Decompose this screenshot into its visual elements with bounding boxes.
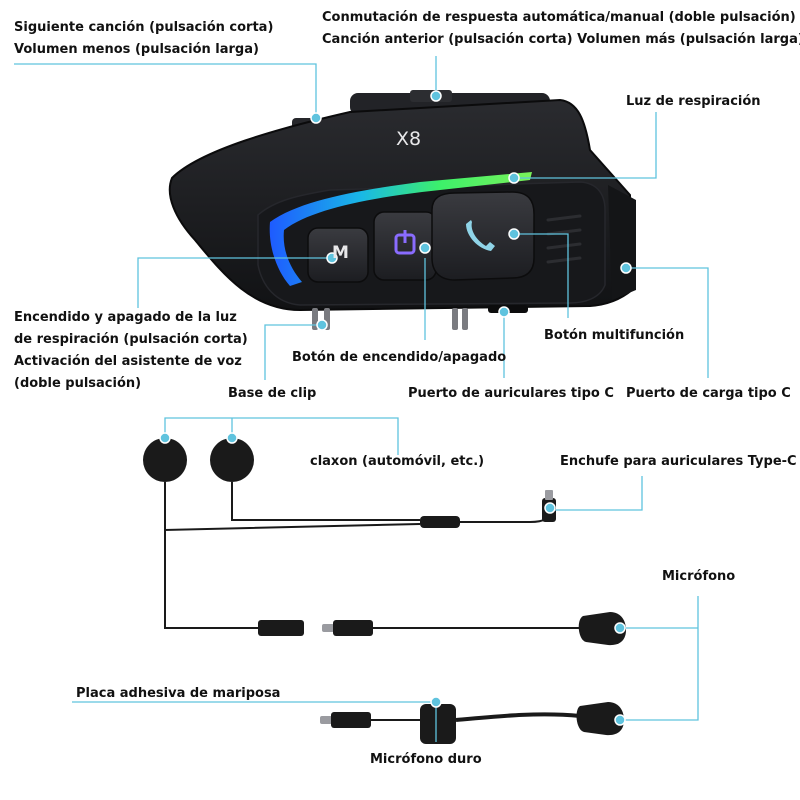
label-typec-plug: Enchufe para auriculares Type-C (560, 454, 797, 469)
label-horn: claxon (automóvil, etc.) (310, 454, 485, 469)
mic-foam (578, 612, 626, 646)
typec-plug-tip (545, 490, 553, 500)
label-multifunction: Botón multifunción (544, 328, 685, 343)
label-next-song: Siguiente canción (pulsación corta) (14, 20, 274, 35)
device-edge (608, 185, 636, 300)
label-auto-manual: Conmutación de respuesta automática/manu… (322, 10, 796, 25)
label-microphone: Micrófono (662, 569, 736, 584)
speaker-left (143, 438, 187, 482)
label-power-button: Botón de encendido/apagado (292, 350, 507, 365)
typec-cable (460, 509, 553, 523)
hard-mic-plug (331, 712, 371, 728)
speaker-grille (546, 214, 582, 264)
label-charging-port: Puerto de carga tipo C (626, 386, 791, 401)
m-key-label: M (332, 243, 349, 263)
label-light-line4: (doble pulsación) (14, 376, 142, 391)
label-light-line1: Encendido y apagado de la luz (14, 310, 237, 325)
breathing-light-strip (269, 172, 532, 286)
extension-socket (258, 620, 304, 636)
label-earphone-port: Puerto de auriculares tipo C (408, 386, 614, 401)
label-breathing-light: Luz de respiración (626, 94, 761, 109)
splitter (420, 516, 460, 528)
leader-dots (159, 90, 632, 726)
clip-base (312, 308, 468, 330)
label-light-line3: Activación del asistente de voz (14, 354, 242, 369)
hard-mic-foam (576, 702, 624, 736)
mic-plug-tip (322, 624, 334, 632)
label-prev-song-vol-up: Canción anterior (pulsación corta) Volum… (322, 32, 800, 47)
speaker-wire (164, 482, 421, 532)
device-model-label: X8 (396, 128, 422, 150)
m-button-shape (307, 227, 369, 283)
butterfly-pad-shape (420, 704, 456, 744)
phone-icon (466, 220, 495, 251)
speaker-right (210, 438, 254, 482)
label-volume-down: Volumen menos (pulsación larga) (14, 42, 259, 57)
hard-mic-plug-tip (320, 716, 332, 724)
label-clip-base: Base de clip (228, 386, 317, 401)
power-icon (394, 230, 416, 255)
leader-lines (14, 56, 709, 742)
extension-wire (164, 530, 260, 629)
label-butterfly-pad: Placa adhesiva de mariposa (76, 686, 281, 701)
mic-plug (333, 620, 373, 636)
multifunction-button-shape (431, 191, 535, 281)
label-hard-mic: Micrófono duro (370, 752, 482, 767)
intercom-device (168, 90, 636, 330)
speaker-wire-2 (231, 482, 420, 521)
label-light-line2: de respiración (pulsación corta) (14, 332, 248, 347)
hard-mic-boom (455, 712, 581, 722)
